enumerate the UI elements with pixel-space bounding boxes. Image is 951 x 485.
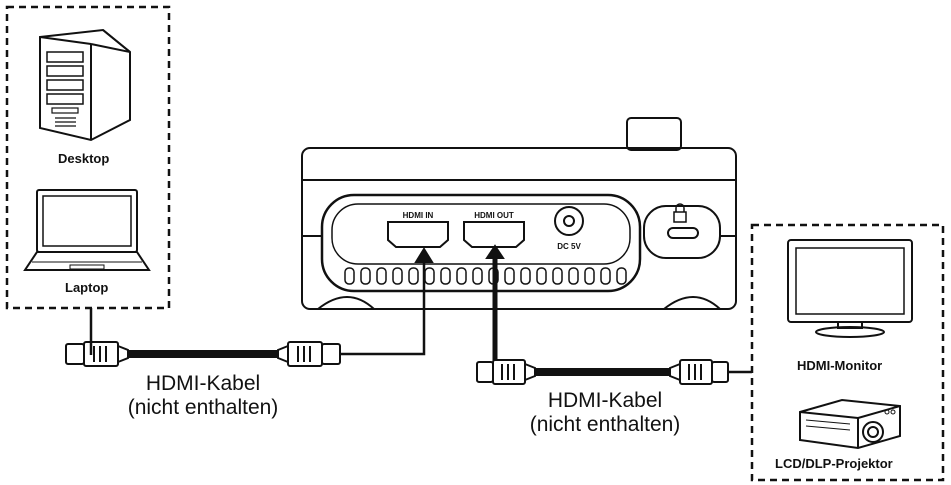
cable-right-title: HDMI-Kabel	[547, 389, 663, 412]
device-body	[301, 117, 737, 310]
hdmi-in-label: HDMI IN	[403, 211, 434, 220]
desktop-label: Desktop	[58, 151, 110, 166]
dc-input-label: DC 5V	[557, 242, 581, 251]
cable-right-note: (nicht enthalten)	[529, 413, 681, 436]
lock-icon	[673, 203, 687, 223]
cable-right-label: HDMI-Kabel (nicht enthalten)	[520, 389, 690, 437]
projector-label: LCD/DLP-Projektor	[775, 456, 893, 471]
projector-icon	[799, 398, 901, 450]
cable-left-title: HDMI-Kabel	[145, 372, 261, 395]
laptop-label: Laptop	[65, 280, 109, 295]
source-devices-box	[5, 5, 171, 310]
monitor-label: HDMI-Monitor	[797, 358, 883, 373]
laptop-icon	[23, 189, 151, 271]
cable-left-label: HDMI-Kabel (nicht enthalten)	[118, 372, 288, 420]
hdmi-cable-right	[476, 244, 752, 385]
hdmi-cable-left	[65, 247, 434, 367]
output-devices-box	[750, 223, 945, 482]
cable-left-note: (nicht enthalten)	[127, 396, 279, 419]
hdmi-out-label: HDMI OUT	[474, 211, 514, 220]
desktop-tower-icon	[39, 28, 131, 142]
monitor-icon	[787, 239, 913, 338]
